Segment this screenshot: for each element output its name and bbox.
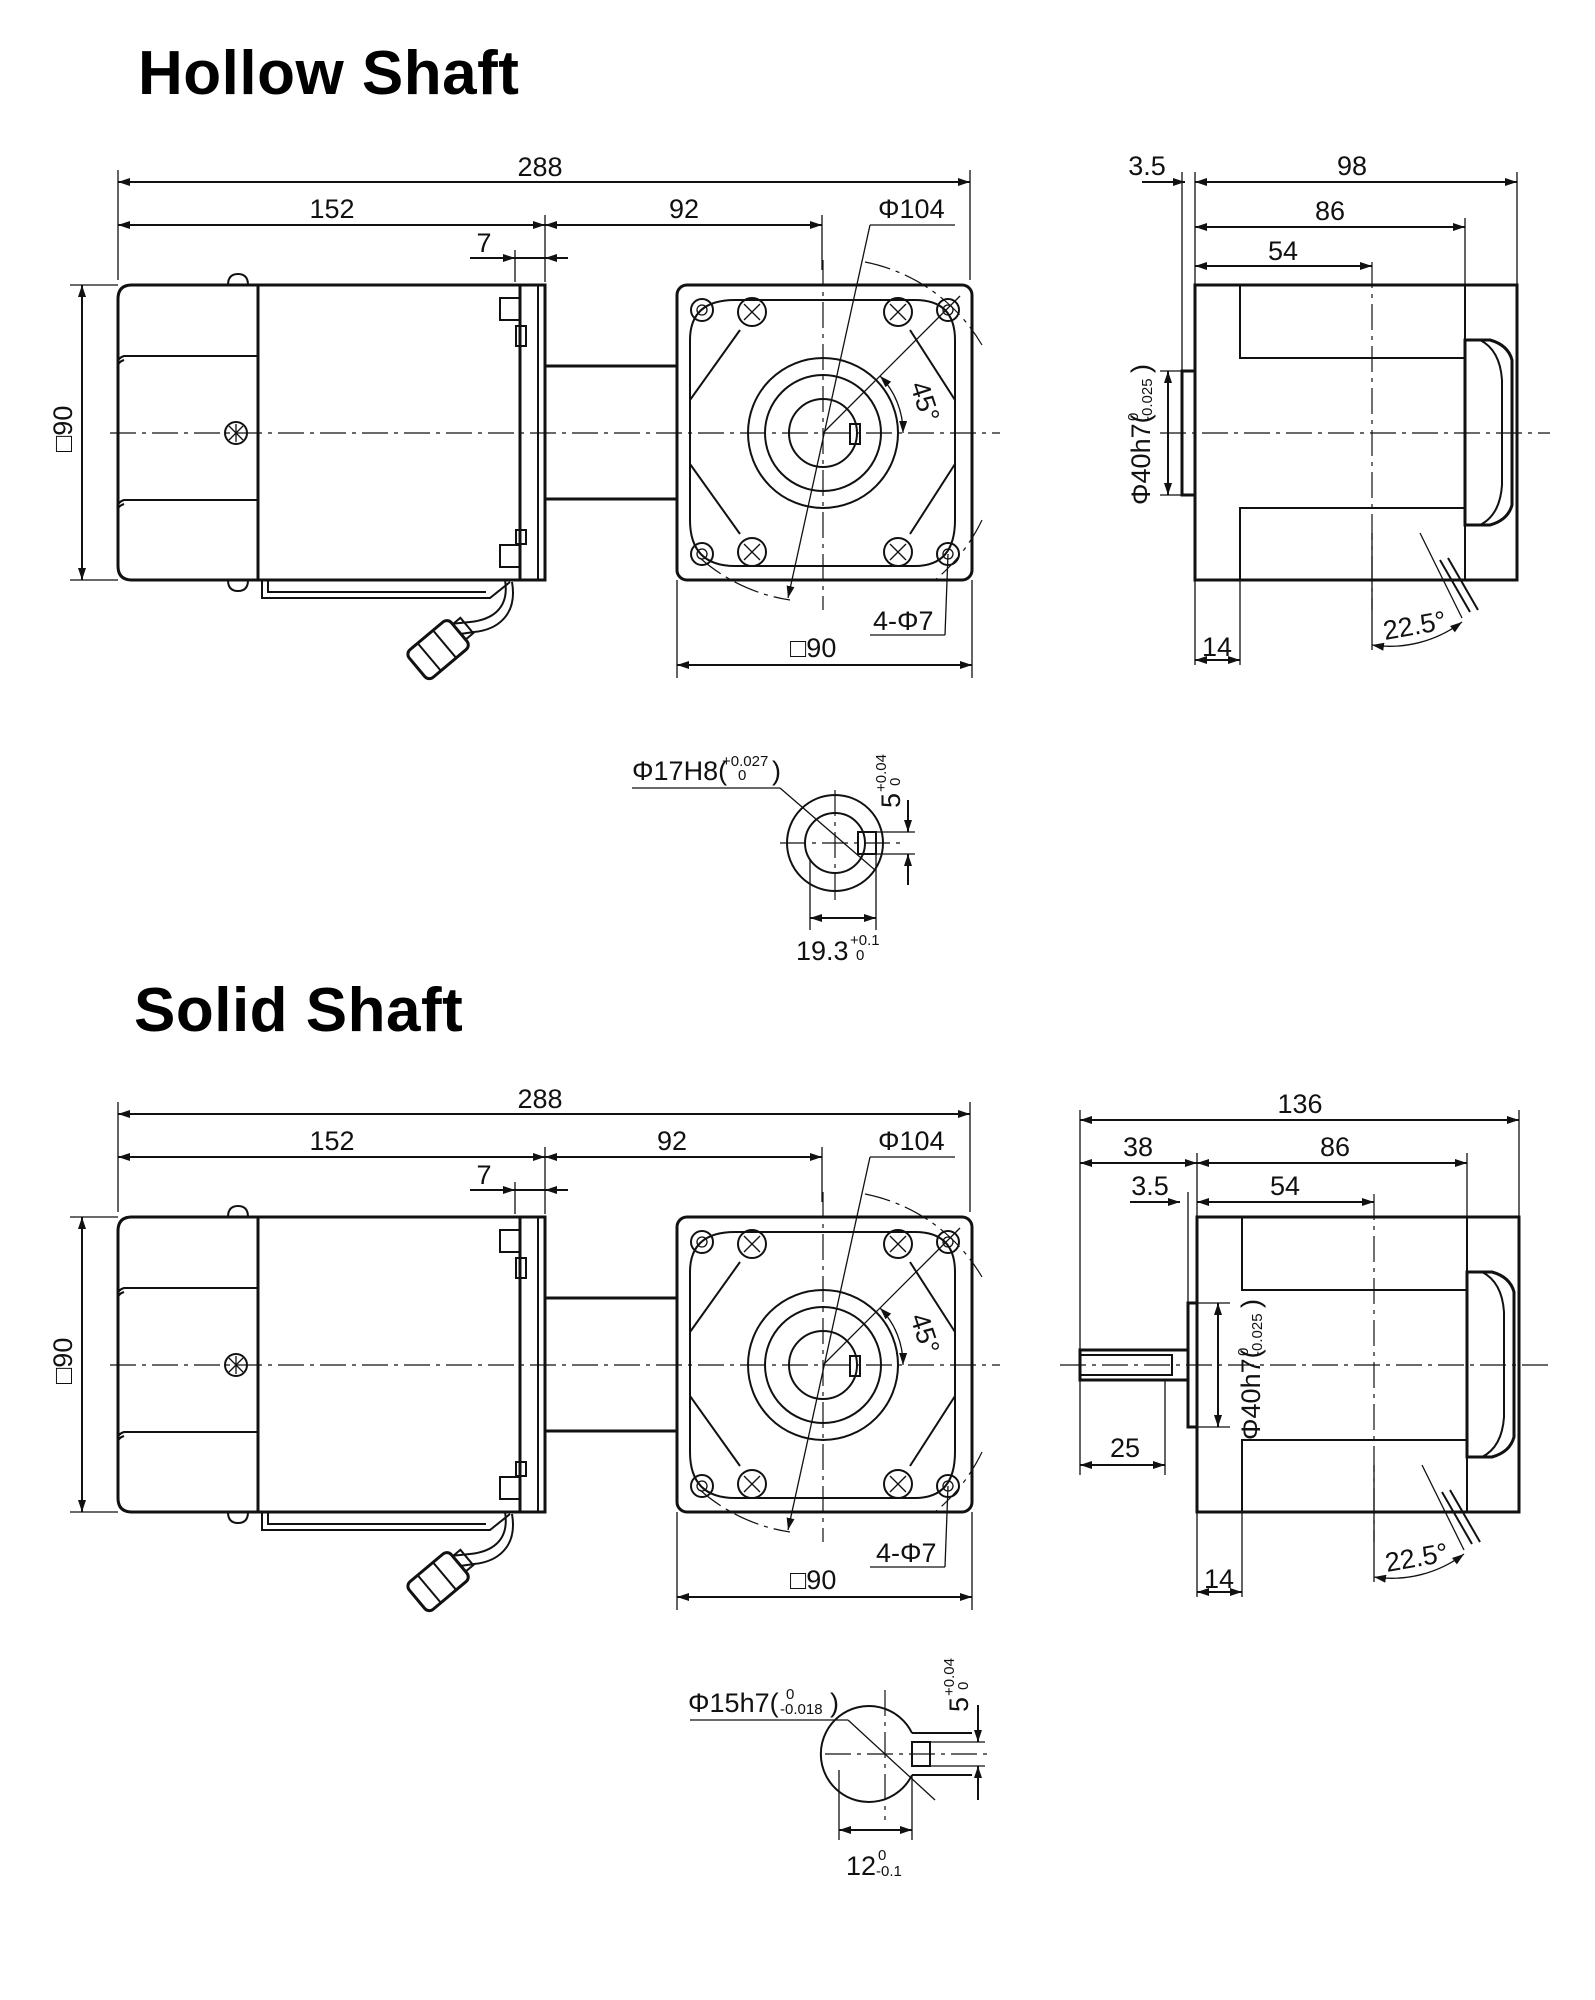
solid-side-bottom: 14: [1204, 1564, 1234, 1594]
solid-shaft: Φ15h7(: [688, 1688, 779, 1718]
hollow-side-overall: 98: [1337, 151, 1367, 181]
hollow-bore-detail: [632, 787, 915, 930]
solid-shaft-tol-lower: -0.018: [780, 1701, 823, 1718]
hollow-pilot-tol-upper: 0: [1125, 413, 1142, 421]
hollow-bore-tol-lower: 0: [738, 767, 746, 784]
hollow-depth-tol-upper: +0.1: [850, 932, 880, 949]
solid-side-overall: 136: [1277, 1089, 1322, 1119]
hollow-gear-length: 92: [669, 194, 699, 224]
solid-front-view: [70, 1102, 1000, 1613]
hollow-bore-close: ): [772, 756, 781, 786]
hollow-side-offset: 3.5: [1128, 151, 1166, 181]
solid-side-shaft-ext: 38: [1123, 1132, 1153, 1162]
solid-side-angle: 22.5°: [1383, 1537, 1451, 1578]
solid-side-view: [1060, 1110, 1552, 1597]
hollow-side-inner: 54: [1268, 236, 1298, 266]
solid-depth-tol-upper: 0: [878, 1847, 886, 1864]
hollow-side-view: [1160, 262, 1550, 665]
hollow-key-tol-lower: 0: [887, 778, 904, 786]
hollow-front-view: [70, 170, 1000, 681]
solid-side-inner: 54: [1270, 1171, 1300, 1201]
hollow-pilot-dim: Φ40h7( 0 -0.025 ): [1125, 364, 1156, 505]
hollow-flange-square: □90: [790, 633, 836, 663]
solid-motor-length: 152: [309, 1126, 354, 1156]
hollow-pcd: Φ104: [878, 194, 945, 224]
solid-shaft-close: ): [830, 1688, 839, 1718]
solid-pilot-dim: Φ40h7( 0 -0.025 ): [1235, 1299, 1266, 1440]
solid-shaft-detail: [690, 1690, 990, 1840]
hollow-key-width: 5: [876, 793, 906, 808]
hollow-side-bottom: 14: [1202, 632, 1232, 662]
solid-pilot-tol-lower: -0.025: [1249, 1313, 1266, 1356]
hollow-holes: 4-Φ7: [873, 606, 934, 636]
solid-pilot-tol-upper: 0: [1235, 1348, 1252, 1356]
hollow-overall-length: 288: [517, 152, 562, 182]
hollow-depth-tol-lower: 0: [856, 947, 864, 964]
solid-key-dim: 5 +0.04 0: [941, 1658, 974, 1712]
solid-key-tol-lower: 0: [955, 1682, 972, 1690]
solid-holes: 4-Φ7: [876, 1538, 937, 1568]
hollow-pilot-close: ): [1126, 364, 1156, 373]
hollow-flange-gap: 7: [476, 228, 491, 258]
solid-overall-length: 288: [517, 1084, 562, 1114]
hollow-height: □90: [48, 406, 78, 452]
hollow-side-angle: 22.5°: [1381, 605, 1449, 646]
solid-shaft-tol-upper: 0: [786, 1686, 794, 1703]
hollow-bore: Φ17H8(: [632, 756, 727, 786]
solid-flange-gap: 7: [476, 1160, 491, 1190]
hollow-pilot: Φ40h7(: [1126, 414, 1156, 505]
solid-key-depth: 12: [846, 1851, 876, 1881]
solid-pcd: Φ104: [878, 1126, 945, 1156]
solid-side-body: 86: [1320, 1132, 1350, 1162]
heading-hollow-shaft: Hollow Shaft: [138, 39, 520, 108]
hollow-key-dim: 5 +0.04 0: [873, 754, 906, 808]
solid-pilot-close: ): [1236, 1299, 1266, 1308]
hollow-pilot-tol-lower: -0.025: [1139, 378, 1156, 421]
solid-depth-tol-lower: -0.1: [876, 1863, 902, 1880]
hollow-key-tol-upper: +0.04: [873, 754, 890, 792]
solid-height: □90: [48, 1338, 78, 1384]
hollow-side-body: 86: [1315, 196, 1345, 226]
solid-side-shaft-len: 25: [1110, 1433, 1140, 1463]
solid-gear-length: 92: [657, 1126, 687, 1156]
heading-solid-shaft: Solid Shaft: [134, 976, 464, 1045]
solid-pilot: Φ40h7(: [1236, 1349, 1266, 1440]
solid-flange-square: □90: [790, 1565, 836, 1595]
hollow-motor-length: 152: [309, 194, 354, 224]
hollow-bore-tol-upper: +0.027: [722, 753, 768, 770]
solid-key-tol-upper: +0.04: [941, 1658, 958, 1696]
solid-side-offset: 3.5: [1131, 1171, 1169, 1201]
solid-key-width: 5: [944, 1697, 974, 1712]
hollow-key-depth: 19.3: [796, 936, 849, 966]
